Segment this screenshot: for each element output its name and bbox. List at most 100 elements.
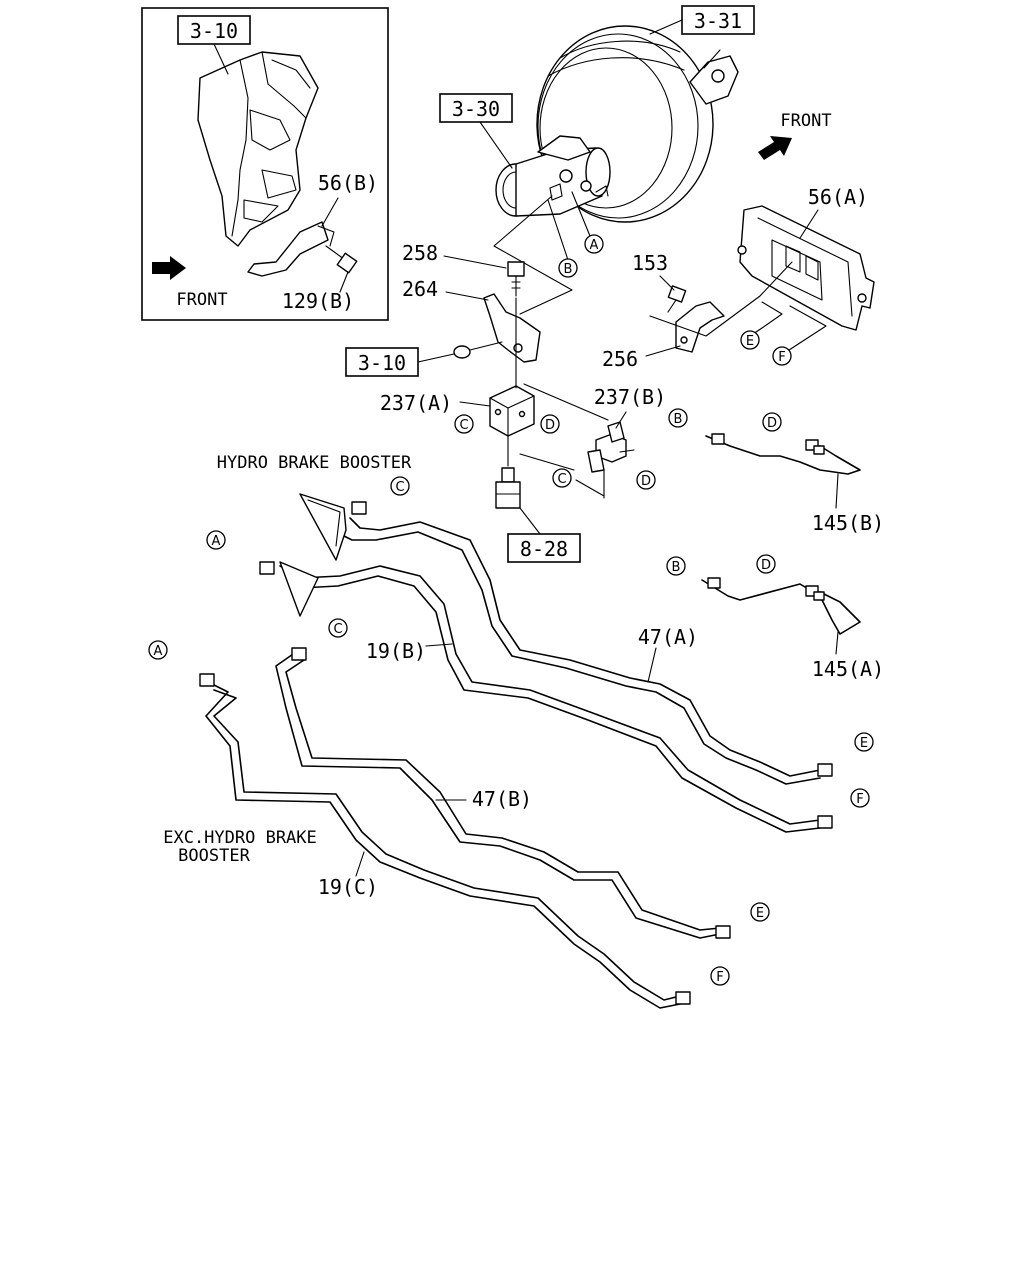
guide-line-b xyxy=(493,195,573,315)
leader-237b xyxy=(615,411,627,429)
marker-e-3: E xyxy=(750,902,770,922)
ref-3-31: 3-31 xyxy=(694,9,742,33)
leader-8-28 xyxy=(519,507,541,535)
svg-text:D: D xyxy=(641,474,651,489)
svg-text:E: E xyxy=(756,906,764,921)
ref-3-10-main: 3-10 xyxy=(358,351,406,375)
svg-text:C: C xyxy=(459,418,468,433)
marker-c-3: C xyxy=(390,476,410,496)
inset-bolt-129b xyxy=(325,245,358,274)
marker-d-3: D xyxy=(762,412,782,432)
pipe-19b-drawing xyxy=(259,561,833,833)
ref-3-30: 3-30 xyxy=(452,97,500,121)
marker-b-2: B xyxy=(668,408,688,428)
label-237a: 237(A) xyxy=(380,391,452,415)
guide-line-b2 xyxy=(547,199,569,261)
leader-3-30 xyxy=(479,121,513,169)
nut-drawing xyxy=(453,345,471,359)
label-237b: 237(B) xyxy=(594,385,666,409)
leader-145b xyxy=(835,473,839,509)
ref-box-3-30 xyxy=(439,93,513,123)
label-153: 153 xyxy=(632,251,668,275)
guide-line-f xyxy=(785,305,827,353)
leader-inset-129b xyxy=(339,271,349,293)
inset-bracket-56b xyxy=(247,221,335,277)
label-19c: 19(C) xyxy=(318,875,378,899)
marker-c-2: C xyxy=(552,468,572,488)
guide-line-237c xyxy=(519,453,575,471)
inset-bracket-drawing xyxy=(197,51,319,247)
ref-3-10-inset: 3-10 xyxy=(190,19,238,43)
switch-828-drawing xyxy=(495,467,521,509)
marker-a-3: A xyxy=(148,640,168,660)
marker-c-4: C xyxy=(328,618,348,638)
label-258: 258 xyxy=(402,241,438,265)
leader-3-10-main xyxy=(417,353,455,363)
block-237a-drawing xyxy=(489,385,535,437)
leader-256 xyxy=(645,345,681,357)
leader-19c xyxy=(355,851,365,877)
svg-text:B: B xyxy=(672,560,681,575)
svg-text:C: C xyxy=(395,480,404,495)
marker-d-2: D xyxy=(636,470,656,490)
pipe-145a-drawing xyxy=(701,577,861,635)
leader-258 xyxy=(443,255,507,269)
front-arrow-icon-inset xyxy=(152,256,186,280)
leader-237a xyxy=(459,401,491,407)
marker-f-3: F xyxy=(710,966,730,986)
guide-line-e xyxy=(649,261,793,337)
front-arrow-icon-main xyxy=(758,136,792,160)
exc-hydro-caption-line1: EXC.HYDRO BRAKE xyxy=(163,828,317,848)
svg-text:D: D xyxy=(545,418,555,433)
leader-inset-56b xyxy=(321,197,339,227)
bracket-56a-drawing xyxy=(737,205,875,331)
marker-b-3: B xyxy=(666,556,686,576)
leader-3-31 xyxy=(649,19,683,35)
svg-text:C: C xyxy=(333,622,342,637)
marker-e-1: E xyxy=(740,330,760,350)
label-264: 264 xyxy=(402,277,438,301)
label-129b: 129(B) xyxy=(282,289,354,313)
label-145b: 145(B) xyxy=(812,511,884,535)
svg-text:E: E xyxy=(860,736,868,751)
marker-a-1: A xyxy=(584,234,604,254)
label-56b: 56(B) xyxy=(318,171,378,195)
marker-d-4: D xyxy=(756,554,776,574)
svg-text:D: D xyxy=(767,416,777,431)
hydro-brake-booster-caption: HYDRO BRAKE BOOSTER xyxy=(217,453,412,473)
svg-text:A: A xyxy=(212,534,221,549)
leader-19b xyxy=(425,643,453,647)
pipe-47a-drawing xyxy=(299,493,833,785)
svg-text:A: A xyxy=(590,238,599,253)
svg-text:A: A xyxy=(154,644,163,659)
clip-256-drawing xyxy=(675,301,725,353)
exc-hydro-caption-line2: BOOSTER xyxy=(178,846,250,866)
front-caption-inset: FRONT xyxy=(176,290,227,310)
label-19b: 19(B) xyxy=(366,639,426,663)
ref-box-3-10-main xyxy=(345,347,419,377)
guide-line-237 xyxy=(523,383,609,421)
label-145a: 145(A) xyxy=(812,657,884,681)
leader-264 xyxy=(445,291,489,301)
label-256: 256 xyxy=(602,347,638,371)
label-47a: 47(A) xyxy=(638,625,698,649)
bolt-153-drawing xyxy=(667,285,687,313)
marker-f-1: F xyxy=(772,346,792,366)
marker-e-2: E xyxy=(854,732,874,752)
ref-8-28: 8-28 xyxy=(520,537,568,561)
marker-b-1: B xyxy=(558,258,578,278)
guide-line-nut xyxy=(469,341,503,351)
ref-box-8-28 xyxy=(507,533,581,563)
ref-box-3-10-inset xyxy=(177,15,251,45)
svg-text:B: B xyxy=(564,262,573,277)
marker-c-1: C xyxy=(454,414,474,434)
marker-f-2: F xyxy=(850,788,870,808)
svg-text:F: F xyxy=(716,970,723,985)
leader-56a xyxy=(799,209,819,239)
block-237b-drawing xyxy=(587,421,635,473)
label-56a: 56(A) xyxy=(808,185,868,209)
bracket-264-drawing xyxy=(483,293,541,363)
svg-text:E: E xyxy=(746,334,754,349)
svg-text:C: C xyxy=(557,472,566,487)
